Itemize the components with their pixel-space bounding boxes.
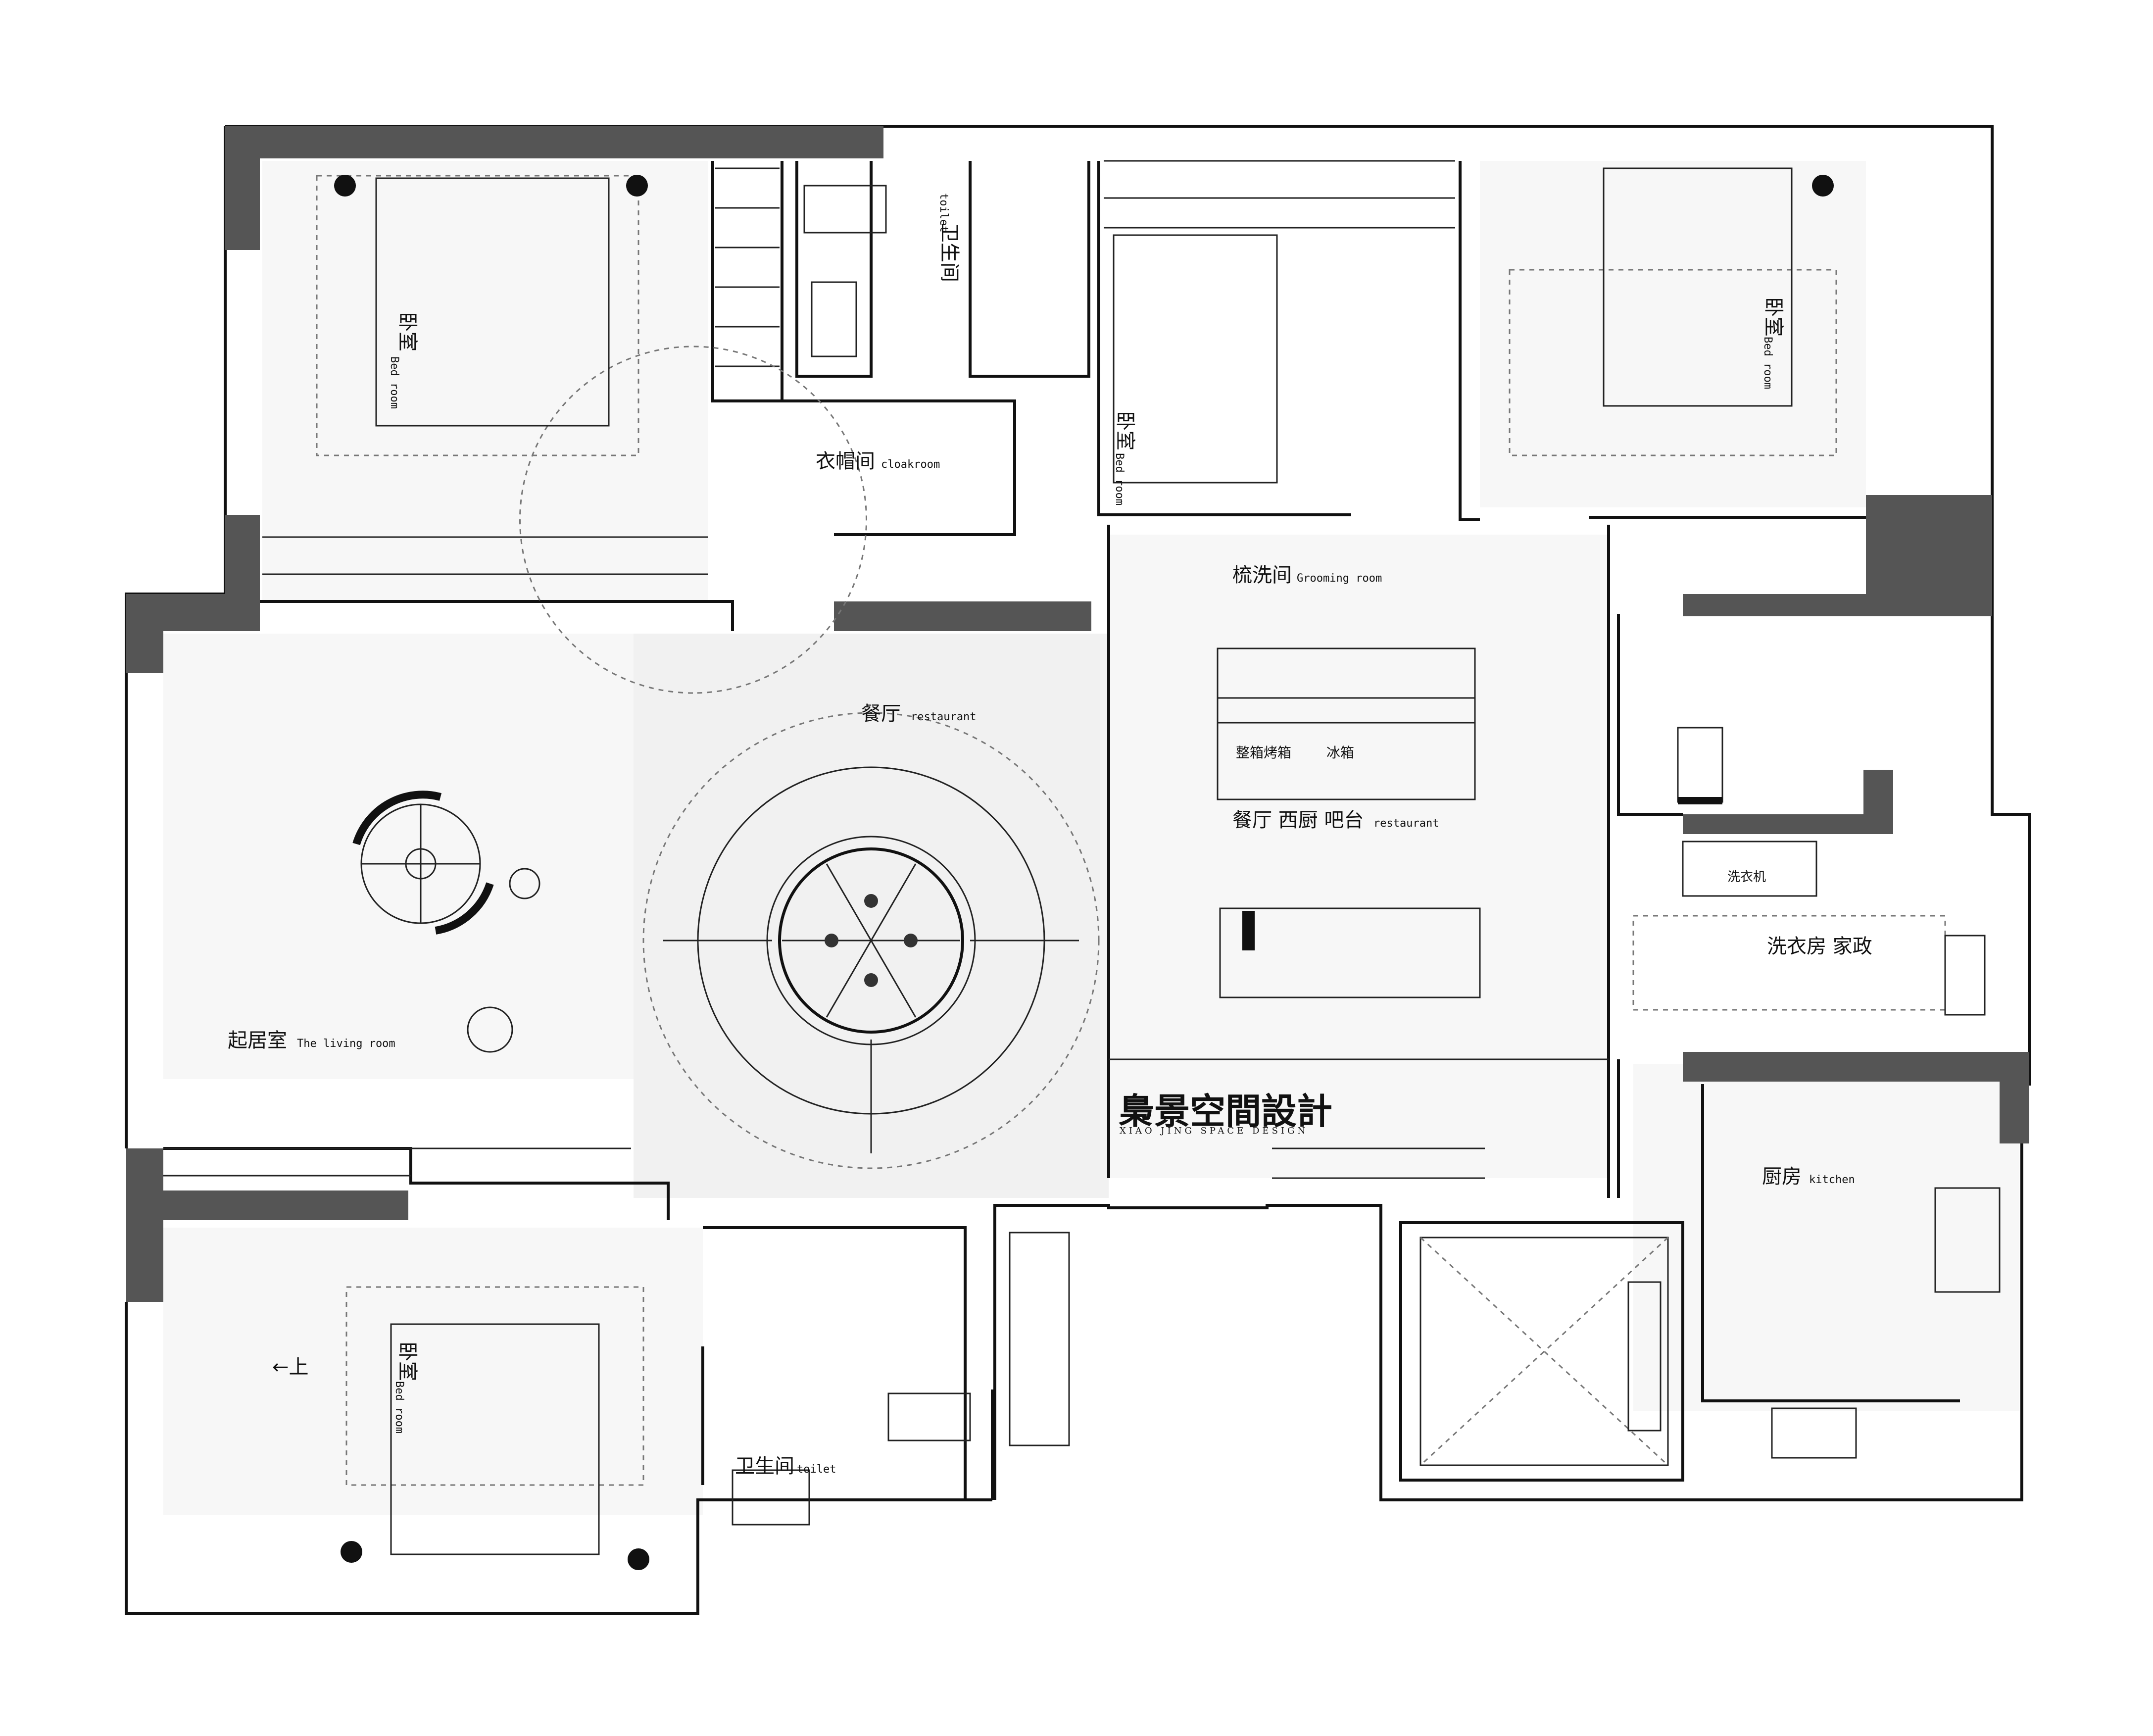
label-bedroom-sw: 卧室	[396, 1341, 419, 1381]
label-bedroom-nw: 卧室	[396, 312, 419, 351]
outer-walls	[125, 125, 2031, 1615]
beds	[334, 167, 1834, 1570]
room-labels: 卧室 Bed room 卫生间 toilet 衣帽间 cloakroom 卧室 …	[228, 193, 1872, 1478]
label-fridge: 冰箱	[1326, 744, 1354, 761]
bath-fixtures	[732, 185, 1669, 1526]
label-bedroom-ne2-en: Bed room	[1762, 337, 1774, 389]
label-cloakroom: 衣帽间	[816, 450, 875, 473]
label-laundry: 洗衣房 家政	[1767, 935, 1872, 958]
wall-laundry-notch	[1863, 770, 1893, 814]
living-round-table	[352, 791, 540, 1053]
kitchen-furniture	[1217, 647, 2001, 1459]
label-kitchen: 厨房	[1762, 1165, 1802, 1188]
wall-west-lower	[126, 1148, 163, 1302]
label-restaurant-en: restaurant	[911, 711, 976, 723]
label-bedroom-ne2: 卧室	[1762, 297, 1785, 337]
label-toilet-n-en: toilet	[937, 193, 950, 232]
label-kitchen-en: kitchen	[1809, 1174, 1855, 1186]
label-toilet-n: 卫生间	[938, 223, 961, 282]
label-toilet-s: 卫生间	[735, 1455, 794, 1478]
label-grooming-en: Grooming room	[1297, 572, 1382, 585]
wall-nw-corner	[225, 126, 260, 250]
label-grooming: 梳洗间	[1232, 564, 1292, 587]
label-washer: 洗衣机	[1727, 870, 1766, 885]
wall-restaurant-top	[834, 601, 1091, 631]
dining-table	[642, 712, 1100, 1169]
interior-walls	[163, 161, 1960, 1500]
label-bar: 餐厅 西厨 吧台	[1232, 809, 1364, 832]
wall-kitchen-corner	[2000, 1052, 2029, 1143]
wall-living-corner	[126, 594, 163, 673]
wall-kitchen-top	[1683, 1052, 2029, 1082]
tile-grids	[163, 160, 1946, 1486]
wall-north-left	[225, 126, 883, 158]
brand-subtitle: XIAO JING SPACE DESIGN	[1120, 1126, 1308, 1136]
floor-fills	[163, 161, 2019, 1515]
label-bedroom-sw-en: Bed room	[393, 1381, 405, 1434]
label-living: 起居室	[228, 1029, 287, 1052]
label-stairs: ←上	[272, 1356, 309, 1379]
wall-ne-ledge	[1683, 594, 1881, 616]
label-oven: 整箱烤箱	[1236, 744, 1291, 761]
brand-mark: 梟景空間設計 XIAO JING SPACE DESIGN	[1118, 1090, 1332, 1136]
brand-name: 梟景空間設計	[1118, 1090, 1332, 1132]
label-bedroom-ne1: 卧室	[1114, 411, 1136, 450]
label-restaurant: 餐厅	[861, 702, 901, 725]
label-bedroom-nw-en: Bed room	[388, 356, 400, 409]
wall-ne-lower	[1866, 495, 1992, 616]
label-bedroom-ne1-en: Bed room	[1113, 453, 1125, 505]
label-living-en: The living room	[297, 1038, 395, 1050]
wall-bedroom-sw-top	[126, 1190, 408, 1220]
wall-laundry-top	[1683, 814, 1893, 834]
label-cloakroom-en: cloakroom	[881, 458, 940, 471]
label-toilet-s-en: toilet	[797, 1463, 836, 1476]
label-bar-en: restaurant	[1373, 817, 1439, 830]
